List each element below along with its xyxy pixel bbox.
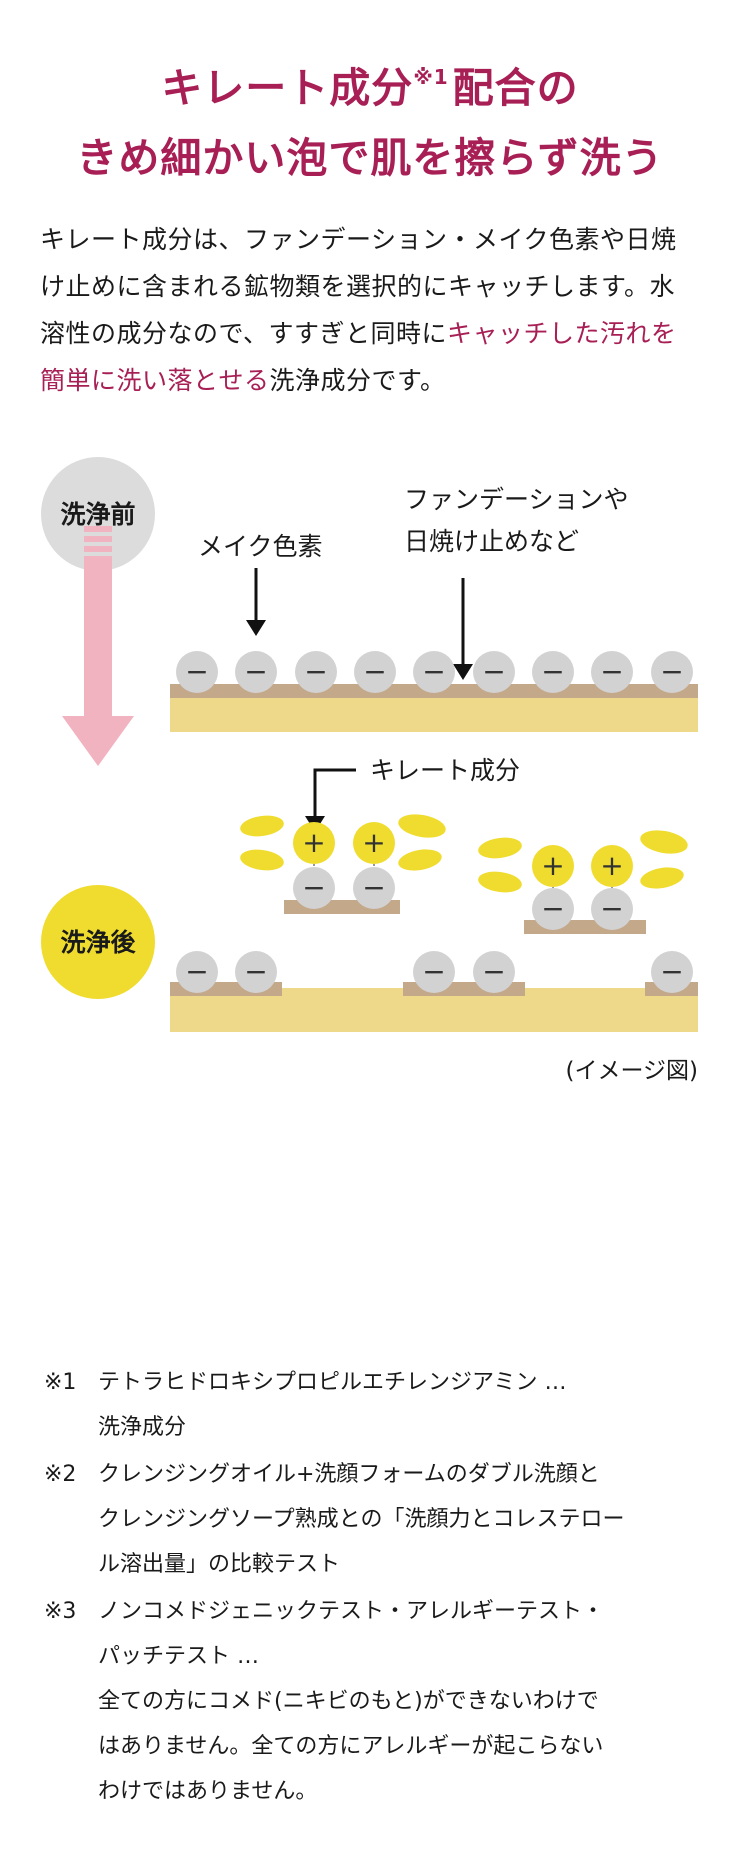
intro-text: 洗浄成分です。	[269, 366, 446, 395]
footnote-mark: ※1	[44, 1370, 77, 1395]
plus-particle: +	[293, 822, 335, 864]
minus-particle-symbol: −	[482, 955, 505, 988]
headline-line-2: きめ細かい泡で肌を擦らず洗う	[76, 134, 664, 182]
makeup-label: メイク色素	[198, 532, 323, 561]
footnote-2: ※2 クレンジングオイル+洗顔フォームのダブル洗顔と クレンジングソープ熟成との…	[44, 1452, 704, 1587]
minus-particle: −	[176, 651, 218, 693]
minus-particle: −	[295, 651, 337, 693]
foundation-label-1: ファンデーションや	[404, 485, 629, 514]
minus-particle: −	[293, 867, 335, 909]
minus-particle-symbol: −	[363, 655, 386, 688]
minus-particle-symbol: −	[422, 655, 445, 688]
minus-particle-symbol: −	[482, 655, 505, 688]
plus-particle: +	[532, 845, 574, 887]
footnote-text: 全ての方にコメド(ニキビのもと)ができないわけで	[98, 1689, 599, 1714]
minus-particle-symbol: −	[185, 955, 208, 988]
footnote-text: はありません。全ての方にアレルギーが起こらない	[98, 1734, 604, 1759]
footnote-3: ※3 ノンコメドジェニックテスト・アレルギーテスト・ パッチテスト … 全ての方…	[44, 1589, 704, 1814]
footnote-text: クレンジングソープ熟成との「洗顔力とコレステロー	[98, 1507, 625, 1532]
makeup-pointer-arrow	[246, 568, 266, 636]
minus-particle: −	[651, 951, 693, 993]
minus-particle: −	[532, 888, 574, 930]
footnote-text: わけではありません。	[98, 1779, 318, 1804]
process-arrow-down	[62, 526, 134, 766]
before-label: 洗浄前	[60, 500, 135, 529]
minus-particle: −	[532, 651, 574, 693]
headline-text: キレート成分	[161, 64, 414, 112]
footnote-text: テトラヒドロキシプロピルエチレンジアミン …	[98, 1370, 567, 1395]
minus-particle: −	[473, 651, 515, 693]
minus-particle-symbol: −	[660, 655, 683, 688]
minus-particle-symbol: −	[600, 655, 623, 688]
minus-particle: −	[591, 888, 633, 930]
plus-particle-symbol: +	[600, 849, 623, 882]
intro-highlight: キャッチした汚れを簡単に洗い落とせる	[40, 319, 677, 395]
cleansing-diagram: 洗浄前 メイク色素 ファンデーションや 日焼け止めなど − − − − − − − − − 洗浄…	[41, 457, 699, 1084]
minus-particle-symbol: −	[660, 955, 683, 988]
minus-particle-symbol: −	[600, 892, 623, 925]
minus-particle-symbol: −	[541, 655, 564, 688]
footnote-text: クレンジングオイル+洗顔フォームのダブル洗顔と	[98, 1462, 600, 1487]
minus-particle: −	[176, 951, 218, 993]
chelate-label: キレート成分	[370, 756, 520, 785]
before-badge	[41, 457, 155, 571]
minus-particle: −	[235, 951, 277, 993]
minus-particle: −	[591, 651, 633, 693]
minus-particle-symbol: −	[244, 655, 267, 688]
footnote-mark: ※3	[44, 1599, 77, 1624]
minus-particle: −	[354, 651, 396, 693]
chelate-pairs-right: + − + −	[532, 845, 633, 930]
minus-particle-symbol: −	[541, 892, 564, 925]
minus-particle-symbol: −	[302, 871, 325, 904]
plus-particle-symbol: +	[541, 849, 564, 882]
chelate-pairs-left: + − + −	[293, 822, 395, 909]
dirt-particles-before: −−−−−−−−−	[176, 651, 693, 693]
intro-paragraph: キレート成分は、ファンデーション・メイク色素や日焼け止めに含まれる鉱物類を選択的…	[40, 216, 700, 404]
chelate-cluster-left	[240, 814, 446, 914]
chelate-cluster-right	[478, 830, 688, 934]
minus-particle-symbol: −	[422, 955, 445, 988]
minus-particle: −	[413, 951, 455, 993]
after-badge	[41, 885, 155, 999]
footnote-text: 洗浄成分	[98, 1415, 187, 1440]
footnote-ref: ※1	[413, 65, 449, 89]
footnotes: ※1 テトラヒドロキシプロピルエチレンジアミン … 洗浄成分 ※2 クレンジング…	[44, 1360, 704, 1816]
footnote-mark: ※2	[44, 1462, 77, 1487]
footnote-1: ※1 テトラヒドロキシプロピルエチレンジアミン … 洗浄成分	[44, 1360, 704, 1450]
plus-particle: +	[353, 822, 395, 864]
minus-particle-symbol: −	[244, 955, 267, 988]
minus-particle-symbol: −	[304, 655, 327, 688]
plus-particle-symbol: +	[362, 826, 385, 859]
minus-particle: −	[353, 867, 395, 909]
footnote-text: ノンコメドジェニックテスト・アレルギーテスト・	[98, 1599, 605, 1624]
diagram-caption: (イメージ図)	[566, 1058, 699, 1084]
foundation-label-2: 日焼け止めなど	[404, 527, 579, 556]
intro-text: キレート成分は、ファンデーション・メイク色素や日焼け止めに含まれる鉱物類を選択的…	[40, 225, 677, 348]
minus-particle-symbol: −	[185, 655, 208, 688]
minus-particle-symbol: −	[362, 871, 385, 904]
plus-particle: +	[591, 845, 633, 887]
plus-particle-symbol: +	[302, 826, 325, 859]
minus-particle: −	[413, 651, 455, 693]
minus-particle: −	[235, 651, 277, 693]
footnote-text: ル溶出量」の比較テスト	[98, 1552, 341, 1577]
foundation-pointer-arrow	[453, 578, 473, 680]
minus-particle: −	[473, 951, 515, 993]
minus-particle: −	[651, 651, 693, 693]
footnote-text: パッチテスト …	[98, 1644, 259, 1669]
dirt-particles-after: −−−−−	[176, 951, 693, 993]
headline-line-1: キレート成分※1配合の	[0, 54, 740, 114]
after-label: 洗浄後	[60, 928, 136, 957]
headline-text: 配合の	[452, 64, 579, 112]
